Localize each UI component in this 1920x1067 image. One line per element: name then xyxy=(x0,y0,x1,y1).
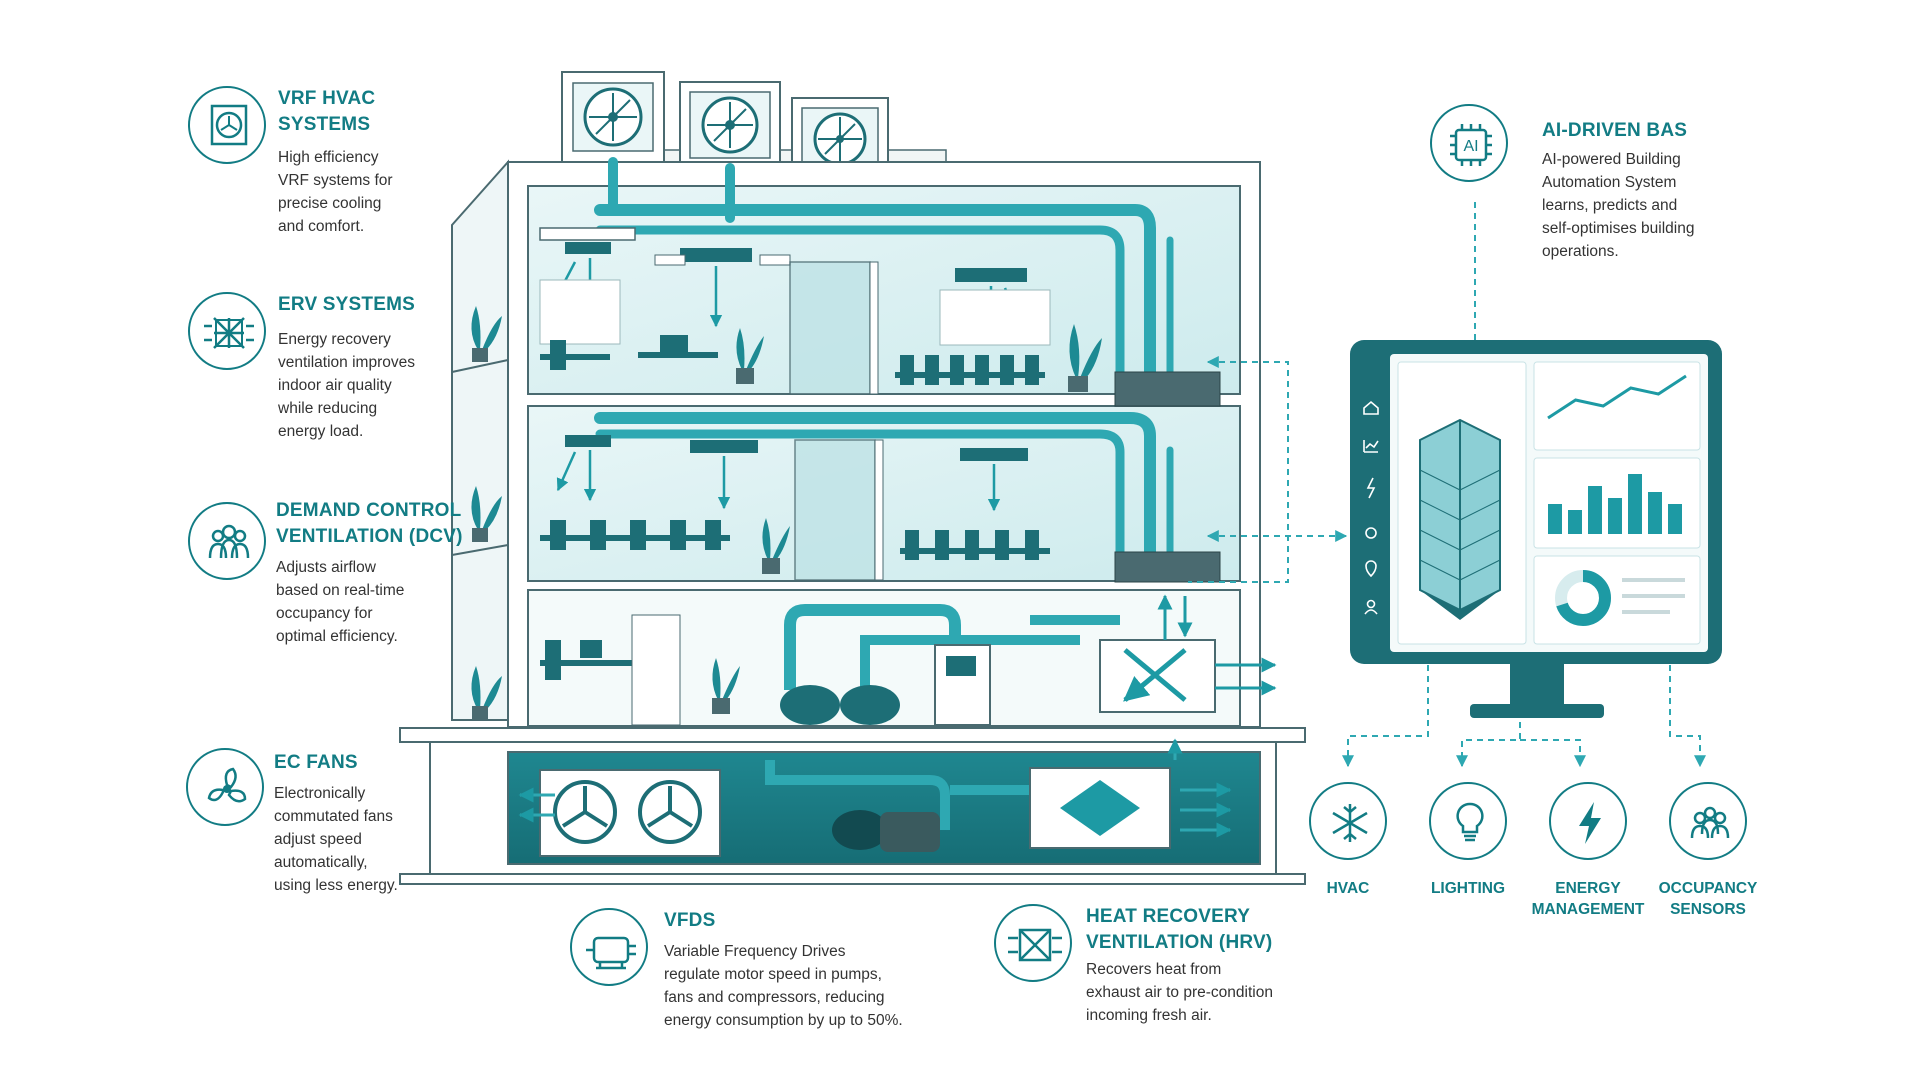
floor-2-interior xyxy=(540,439,1221,583)
energy-recovery-core-icon xyxy=(188,292,266,370)
monitor-bar xyxy=(1648,492,1662,534)
rooftop-unit-2 xyxy=(679,81,781,169)
monitor-sidebar-icons xyxy=(1363,400,1379,615)
monitor-bar xyxy=(1588,486,1602,534)
floor-1-interior xyxy=(539,261,1221,407)
rooftop-unit-1 xyxy=(561,71,665,163)
heat-exchanger-icon xyxy=(994,904,1072,982)
erv-title: ERV SYSTEMS xyxy=(278,294,415,315)
ai-chip-label: AI xyxy=(1463,138,1478,155)
system-lighting-label: LIGHTING xyxy=(1430,880,1506,897)
ductwork xyxy=(594,157,1174,566)
occupants-icon xyxy=(1669,782,1747,860)
system-hvac-label: HVAC xyxy=(1326,880,1370,897)
rooftop-units xyxy=(561,71,947,181)
ai-bas-title: AI-DRIVEN BAS xyxy=(1542,120,1688,141)
basement-plant xyxy=(518,738,1232,857)
monitor-bar xyxy=(1608,498,1622,534)
outdoor-ac-unit-icon xyxy=(188,86,266,164)
monitor-bar xyxy=(1568,510,1582,534)
lightning-bolt-icon xyxy=(1549,782,1627,860)
air-flow-arrows-floor-2 xyxy=(556,450,1001,512)
people-group-icon xyxy=(188,502,266,580)
lightbulb-icon xyxy=(1429,782,1507,860)
monitor-bar xyxy=(1668,504,1682,534)
monitor-building-3d xyxy=(1419,418,1501,620)
monitor-bar xyxy=(1548,504,1562,534)
monitor-bar-chart xyxy=(1548,474,1682,534)
monitor-donut-chart xyxy=(1555,570,1611,626)
motor-icon xyxy=(570,908,648,986)
monitor-bar xyxy=(1628,474,1642,534)
monitor-line-chart xyxy=(1547,374,1687,420)
fan-icon xyxy=(186,748,264,826)
connection-lines xyxy=(1188,202,1706,768)
bas-monitor xyxy=(1350,340,1722,718)
ground-floor-plant xyxy=(540,594,1277,726)
vfds-title: VFDS xyxy=(664,910,716,931)
ceiling-cassettes-floor-1 xyxy=(539,227,1027,282)
ec-fans-title: EC FANS xyxy=(274,752,358,773)
ai-chip-icon: AI xyxy=(1430,104,1508,182)
snowflake-icon xyxy=(1309,782,1387,860)
side-plants xyxy=(471,306,502,720)
ceiling-cassettes-floor-2 xyxy=(565,435,1028,461)
